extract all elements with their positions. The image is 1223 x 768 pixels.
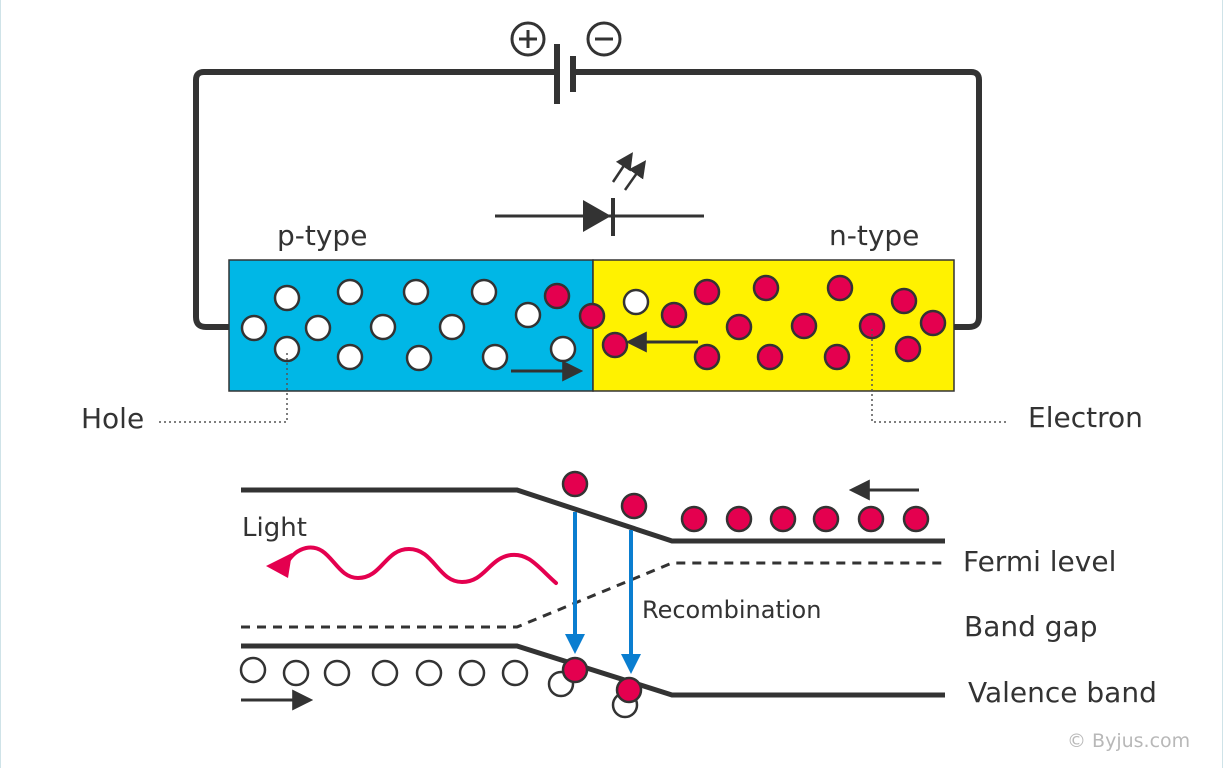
- hole: [336, 343, 364, 371]
- band-gap-label: Band gap: [964, 610, 1098, 643]
- hole: [323, 659, 351, 687]
- fermi-level-line: [241, 561, 945, 629]
- hole: [371, 659, 399, 687]
- light-label: Light: [242, 513, 307, 543]
- electron: [693, 278, 721, 306]
- electron: [919, 309, 947, 337]
- hole: [336, 278, 364, 306]
- n-type-label: n-type: [829, 219, 920, 252]
- hole: [549, 335, 577, 363]
- electron: [601, 331, 629, 359]
- electron: [756, 343, 784, 371]
- hole: [240, 314, 268, 342]
- light-arrow-head: [266, 553, 292, 578]
- recombination-label: Recombination: [642, 596, 822, 624]
- electron: [561, 470, 589, 498]
- minus-terminal-icon: [586, 21, 622, 57]
- plus-terminal-icon: [510, 21, 546, 57]
- electron: [543, 282, 571, 310]
- hole: [458, 659, 486, 687]
- electron: [826, 274, 854, 302]
- electron: [725, 505, 753, 533]
- hole: [402, 278, 430, 306]
- electron: [858, 312, 886, 340]
- hole: [369, 313, 397, 341]
- hole: [282, 659, 310, 687]
- electron: [890, 287, 918, 315]
- credit-watermark: © Byjus.com: [1067, 730, 1191, 752]
- electrons-n-region: [543, 274, 947, 371]
- electron: [857, 505, 885, 533]
- fermi-level-label: Fermi level: [963, 545, 1117, 578]
- electron: [561, 656, 589, 684]
- hole: [415, 659, 443, 687]
- light-wave: [284, 545, 558, 585]
- valence-band-label: Valence band: [968, 676, 1157, 709]
- electron: [693, 343, 721, 371]
- hole: [514, 301, 542, 329]
- hole: [470, 278, 498, 306]
- electron: [615, 676, 643, 704]
- electron: [725, 313, 753, 341]
- hole: [273, 335, 301, 363]
- hole: [273, 284, 301, 312]
- electron: [752, 274, 780, 302]
- electron-leader-line: [871, 329, 1006, 423]
- electron: [823, 343, 851, 371]
- holes-p-region: [240, 278, 650, 372]
- electron: [894, 335, 922, 363]
- hole: [481, 343, 509, 371]
- electron: [680, 505, 708, 533]
- electron: [578, 302, 606, 330]
- p-type-label: p-type: [277, 219, 368, 252]
- conduction-band-line: [241, 487, 945, 544]
- battery-symbol-icon: [554, 44, 576, 104]
- recombined-electrons: [561, 656, 643, 704]
- hole: [438, 313, 466, 341]
- valence-band-line: [241, 643, 945, 698]
- led-diode-symbol-icon: [495, 152, 704, 236]
- electron: [769, 505, 797, 533]
- electron: [790, 312, 818, 340]
- electron: [660, 301, 688, 329]
- conduction-band-electrons: [561, 470, 930, 533]
- electron: [812, 505, 840, 533]
- hole: [239, 656, 267, 684]
- hole: [405, 344, 433, 372]
- circuit-wire: [193, 69, 982, 330]
- hole-label: Hole: [81, 402, 145, 435]
- hole: [622, 288, 650, 316]
- hole: [501, 659, 529, 687]
- hole: [304, 314, 332, 342]
- electron: [620, 492, 648, 520]
- electron: [902, 505, 930, 533]
- electron-label: Electron: [1028, 401, 1143, 434]
